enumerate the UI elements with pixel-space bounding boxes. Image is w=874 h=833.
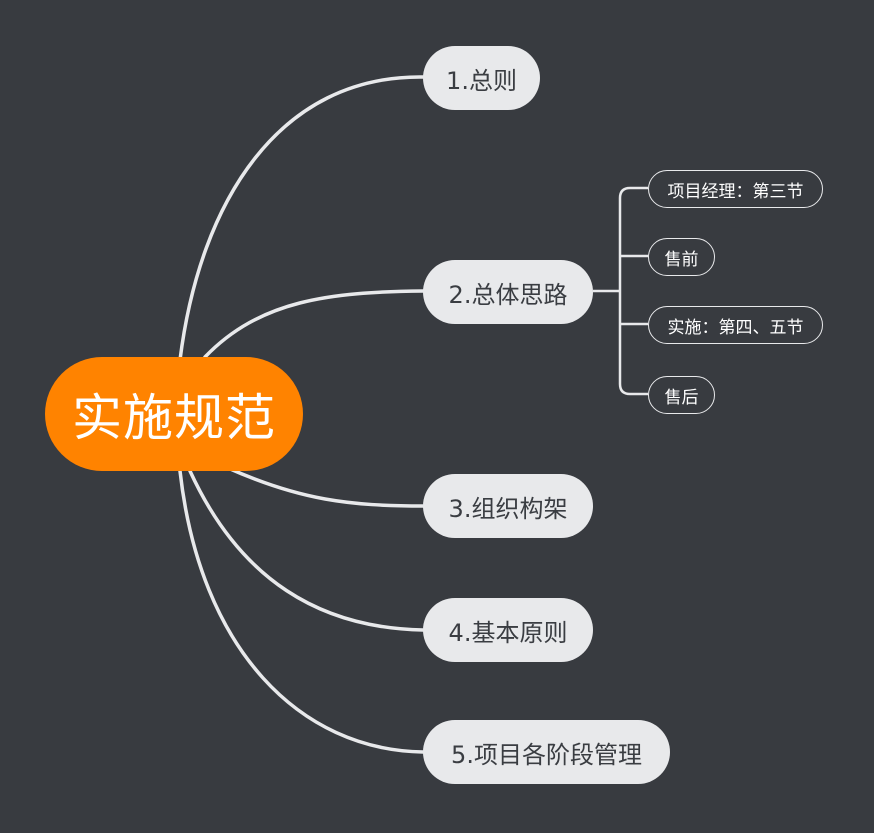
leaf-node-implementation[interactable]: 实施：第四、五节 xyxy=(648,306,823,344)
branch-node-5[interactable]: 5.项目各阶段管理 xyxy=(423,720,670,784)
branch-label: 2.总体思路 xyxy=(448,280,568,309)
branch-label: 5.项目各阶段管理 xyxy=(451,740,642,769)
branch-label: 3.组织构架 xyxy=(448,494,568,523)
connector-root-to-b5 xyxy=(178,469,425,754)
leaf-label: 售后 xyxy=(664,387,699,408)
connector-root-to-b4 xyxy=(188,469,425,632)
leaf-node-presales[interactable]: 售前 xyxy=(648,238,715,276)
leaf-label: 项目经理：第三节 xyxy=(667,181,804,202)
bracket-leaf-4 xyxy=(618,291,648,396)
root-node[interactable]: 实施规范 xyxy=(45,357,303,471)
connector-root-to-b1 xyxy=(178,75,425,362)
branch-node-2[interactable]: 2.总体思路 xyxy=(423,260,593,324)
branch-node-4[interactable]: 4.基本原则 xyxy=(423,598,593,662)
connector-root-to-b3 xyxy=(226,466,425,508)
root-label: 实施规范 xyxy=(72,389,276,447)
branch-node-1[interactable]: 1.总则 xyxy=(423,46,540,110)
branch-label: 1.总则 xyxy=(446,66,517,95)
bracket-leaf-1 xyxy=(618,186,648,291)
leaf-node-project-manager[interactable]: 项目经理：第三节 xyxy=(648,170,823,208)
leaf-node-aftersales[interactable]: 售后 xyxy=(648,376,715,414)
branch-label: 4.基本原则 xyxy=(448,618,568,647)
branch-node-3[interactable]: 3.组织构架 xyxy=(423,474,593,538)
leaf-label: 实施：第四、五节 xyxy=(667,317,804,338)
leaf-label: 售前 xyxy=(664,249,699,270)
connector-root-to-b2 xyxy=(203,289,425,359)
